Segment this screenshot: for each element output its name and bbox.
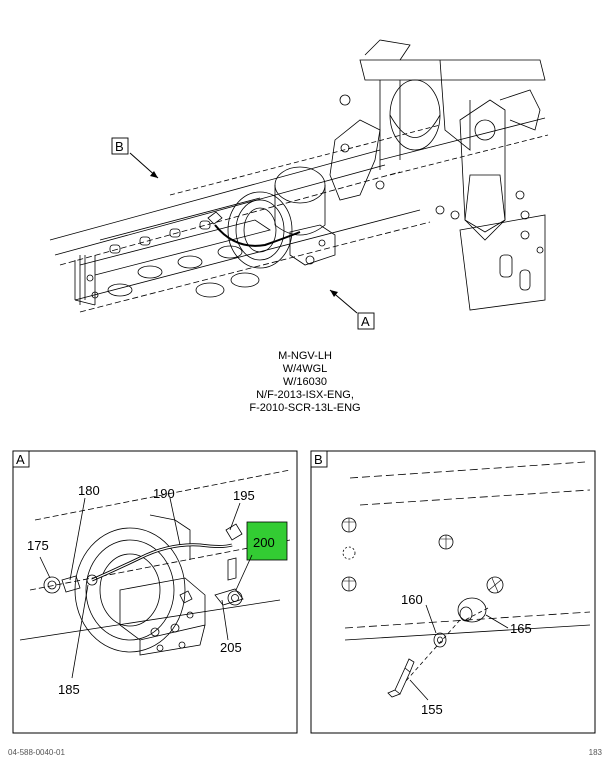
part-175-label: 175 bbox=[27, 538, 49, 553]
part-200-label: 200 bbox=[253, 535, 275, 550]
caption-line-3: W/16030 bbox=[282, 376, 328, 388]
detail-b-drawing bbox=[341, 461, 591, 698]
callout-b-label: B bbox=[115, 139, 124, 154]
callout-a-label: A bbox=[361, 314, 370, 329]
footer-drawing-number: 04-588-0040-01 bbox=[8, 748, 65, 757]
part-195-label: 195 bbox=[233, 488, 255, 503]
applicability-caption: M-NGV-LH W/4WGL W/16030 N/F-2013-ISX-ENG… bbox=[205, 350, 405, 415]
part-185-label: 185 bbox=[58, 682, 80, 697]
part-180-label: 180 bbox=[78, 483, 100, 498]
part-155-label: 155 bbox=[421, 702, 443, 717]
detail-b-leaders bbox=[409, 604, 509, 701]
caption-line-1: M-NGV-LH bbox=[278, 350, 332, 362]
part-200-highlight bbox=[246, 521, 288, 561]
detail-a-drawing bbox=[19, 469, 291, 656]
detail-a-title: A bbox=[16, 452, 25, 467]
detail-b-panel: B bbox=[310, 450, 596, 734]
caption-line-4: N/F-2013-ISX-ENG, bbox=[256, 389, 354, 401]
part-205-label: 205 bbox=[220, 640, 242, 655]
part-165-label: 165 bbox=[510, 621, 532, 636]
detail-a-leaders bbox=[39, 497, 253, 679]
footer-page-number: 183 bbox=[588, 748, 602, 757]
callout-a-main: A bbox=[329, 289, 375, 330]
detail-b-title: B bbox=[314, 452, 323, 467]
part-160-label: 160 bbox=[401, 592, 423, 607]
detail-a-panel: A bbox=[12, 450, 298, 734]
part-190-label: 190 bbox=[153, 486, 175, 501]
caption-line-2: W/4WGL bbox=[282, 363, 328, 375]
callout-b-main: B bbox=[111, 137, 159, 179]
main-illustration bbox=[49, 39, 549, 313]
caption-line-5: F-2010-SCR-13L-ENG bbox=[249, 402, 361, 414]
